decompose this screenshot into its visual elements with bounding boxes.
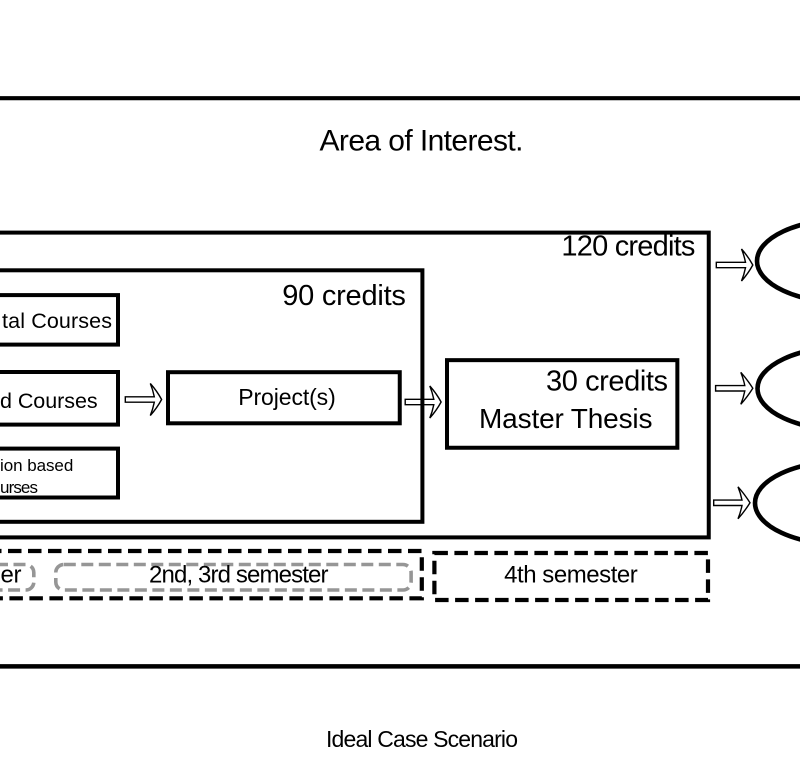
svg-text:30 credits: 30 credits [546, 366, 668, 398]
svg-text:Project(s): Project(s) [238, 384, 336, 410]
svg-text:ion based: ion based [0, 456, 73, 475]
svg-text:tal Courses: tal Courses [2, 309, 112, 333]
svg-text:er: er [1, 562, 22, 589]
svg-text:Ideal Case Scenario: Ideal Case Scenario [326, 726, 518, 752]
svg-text:4th semester: 4th semester [504, 561, 638, 588]
svg-text:2nd, 3rd semester: 2nd, 3rd semester [149, 562, 329, 589]
svg-text:Area of Interest.: Area of Interest. [320, 125, 524, 158]
svg-text:Master Thesis: Master Thesis [479, 403, 653, 434]
svg-text:d Courses: d Courses [0, 389, 98, 413]
svg-text:120 credits: 120 credits [561, 230, 695, 262]
svg-text:90 credits: 90 credits [282, 280, 406, 312]
svg-text:urses: urses [0, 478, 38, 497]
